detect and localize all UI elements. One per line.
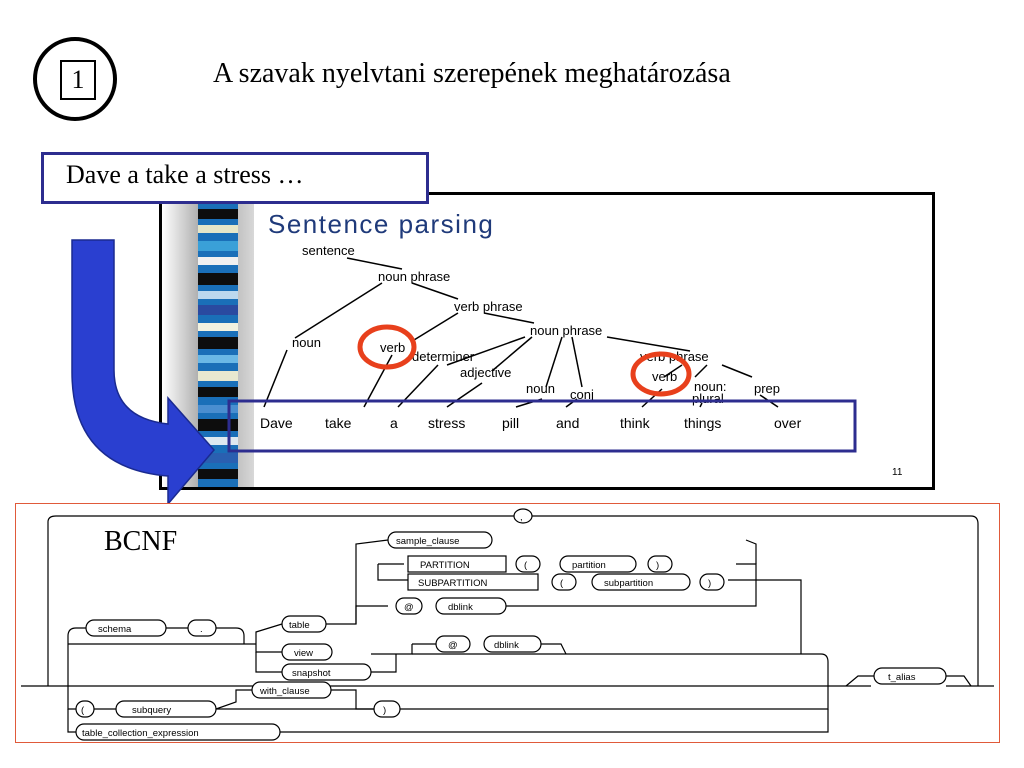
view-token-label: view [294, 648, 313, 659]
rparen-token-3 [373, 700, 401, 718]
t-alias-token-label: t_alias [888, 672, 916, 683]
with-clause-token [251, 681, 332, 699]
blue-curved-arrow-icon [71, 239, 215, 507]
t-alias-token [873, 667, 947, 685]
slide-number: 1 [60, 60, 96, 100]
node-noun-plural: noun: [694, 379, 727, 394]
sample-clause-token-label: sample_clause [396, 536, 459, 547]
rparen-token-2 [699, 573, 725, 591]
partition-keyword [407, 555, 507, 573]
figure-page-number: 11 [892, 467, 903, 478]
node-adjective: adjective [460, 365, 511, 380]
at-token-2 [435, 635, 471, 653]
lparen-token-3 [75, 700, 95, 718]
input-sentence-text: Dave a take a stress … [66, 160, 304, 189]
subpartition-keyword-label: SUBPARTITION [418, 578, 487, 589]
table-token-label: table [289, 620, 310, 631]
partition-token [559, 555, 637, 573]
word-item: over [774, 415, 802, 431]
node-noun-phrase: noun phrase [378, 269, 450, 284]
subpartition-token [591, 573, 691, 591]
node-conj: conj [570, 387, 594, 402]
lparen-token [515, 555, 541, 573]
lparen-token-2-label: ( [560, 578, 564, 589]
word-item: think [620, 415, 651, 431]
verb-highlight-circle-2 [630, 351, 692, 397]
dot-token-label: . [200, 624, 203, 635]
node-determiner: determiner [412, 349, 475, 364]
partition-keyword-label: PARTITION [420, 560, 470, 571]
view-token [281, 643, 333, 661]
table-collection-expression-label: table_collection_expression [82, 728, 199, 739]
rparen-token [647, 555, 673, 573]
node-verb: verb [380, 340, 405, 355]
at-token-label: @ [404, 602, 414, 613]
subpartition-keyword [407, 573, 539, 591]
node-verb-phrase: verb phrase [454, 299, 523, 314]
rparen-token-2-label: ) [708, 578, 711, 589]
node-sentence: sentence [302, 243, 355, 258]
bcnf-label: BCNF [104, 526, 178, 557]
word-item: Dave [260, 415, 293, 431]
subquery-token-label: subquery [132, 705, 171, 716]
subpartition-token-label: subpartition [604, 578, 653, 589]
rparen-token-3-label: ) [383, 705, 386, 716]
schema-token-label: schema [98, 624, 132, 635]
slide-number-circle [33, 37, 117, 121]
lparen-token-2 [551, 573, 577, 591]
sample-clause-token [387, 531, 493, 549]
at-token [395, 597, 423, 615]
word-item: stress [428, 415, 465, 431]
dblink-token-2-label: dblink [494, 640, 519, 651]
with-clause-token-label: with_clause [259, 686, 310, 697]
slide-title: A szavak nyelvtani szerepének meghatároz… [213, 58, 731, 89]
dot-token [187, 619, 217, 637]
table-token [281, 615, 327, 633]
word-item: things [684, 415, 721, 431]
parse-tree-lines [263, 257, 779, 408]
dblink-token [435, 597, 507, 615]
input-sentence-box [41, 152, 429, 204]
word-item: take [325, 415, 352, 431]
lparen-token-3-label: ( [81, 705, 85, 716]
at-token-2-label: @ [448, 640, 458, 651]
word-item: a [390, 415, 398, 431]
node-noun: noun [292, 335, 321, 350]
word-row-highlight-box [227, 399, 857, 453]
word-item: pill [502, 415, 519, 431]
verb-highlight-circle [357, 324, 417, 370]
bcnf-syntax-diagram: , schema . table sample_clause PARTITION… [15, 503, 1000, 743]
subquery-token [115, 700, 217, 718]
rparen-token-label: ) [656, 560, 659, 571]
node-prep: prep [754, 381, 780, 396]
comma-token-label: , [520, 512, 523, 523]
snapshot-token [281, 663, 372, 681]
syntax-rail-lines [21, 515, 994, 733]
parse-figure-title: Sentence parsing [268, 209, 494, 239]
table-collection-expression-token [75, 723, 281, 741]
node-noun-2: noun [526, 381, 555, 396]
dblink-token-label: dblink [448, 602, 473, 613]
snapshot-token-label: snapshot [292, 668, 331, 679]
partition-token-label: partition [572, 560, 606, 571]
node-verb-2: verb [652, 369, 677, 384]
word-item: and [556, 415, 579, 431]
comma-token [513, 508, 533, 524]
node-noun-phrase-2: noun phrase [530, 323, 602, 338]
lparen-token-label: ( [524, 560, 528, 571]
schema-token [85, 619, 167, 637]
dblink-token-2 [483, 635, 542, 653]
